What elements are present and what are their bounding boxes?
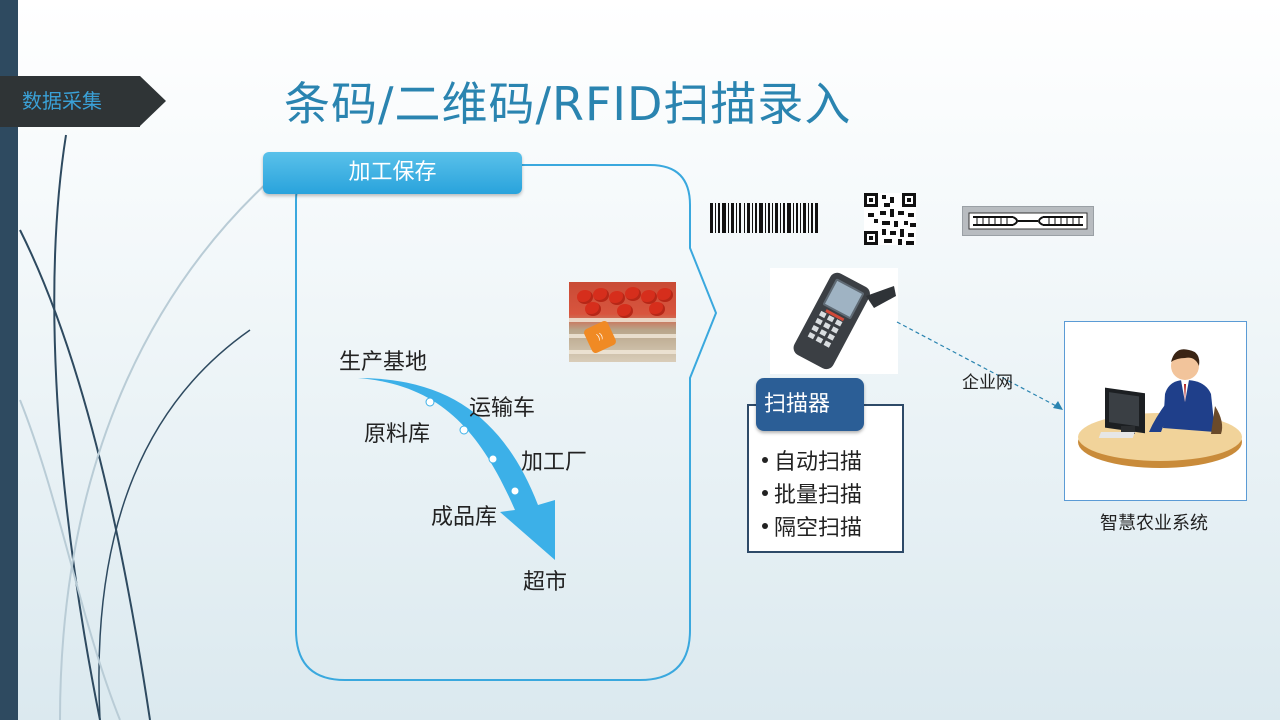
- flow-transport-label: 运输车: [469, 396, 536, 421]
- scanner-feature-item: 自动扫描: [762, 444, 862, 476]
- section-tag: 数据采集: [0, 76, 166, 127]
- flow-dot: [510, 486, 520, 496]
- tomato-crate-image: )): [569, 282, 676, 362]
- scanner-feature-item: 批量扫描: [762, 477, 862, 509]
- rfid-tag-icon: [962, 206, 1094, 236]
- process-tab: 加工保存: [263, 152, 522, 194]
- flow-factory-label: 加工厂: [521, 450, 588, 475]
- qr-code-icon: [864, 193, 916, 245]
- handheld-scanner-icon: [770, 268, 898, 374]
- left-accent-bar: [0, 0, 18, 720]
- flow-dot: [425, 397, 435, 407]
- flow-finished-label: 成品库: [431, 505, 498, 530]
- network-connector: [896, 321, 1063, 410]
- computer-user-icon: [1078, 349, 1242, 468]
- system-label: 智慧农业系统: [1100, 513, 1208, 534]
- network-label: 企业网: [962, 373, 1013, 393]
- scanner-feature-item: 隔空扫描: [762, 510, 862, 542]
- flow-dot: [459, 425, 469, 435]
- scanner-title-tab: 扫描器: [756, 378, 864, 431]
- flow-raw-label: 原料库: [364, 422, 431, 447]
- decorative-curves: [19, 134, 271, 720]
- flow-end-label: 超市: [523, 570, 568, 595]
- flow-start-label: 生产基地: [339, 350, 428, 375]
- system-image-frame: [1064, 321, 1247, 501]
- barcode-icon: [710, 203, 818, 233]
- flow-arrow: [358, 378, 555, 560]
- page-title: 条码/二维码/RFID扫描录入: [284, 77, 852, 131]
- flow-dot: [488, 454, 498, 464]
